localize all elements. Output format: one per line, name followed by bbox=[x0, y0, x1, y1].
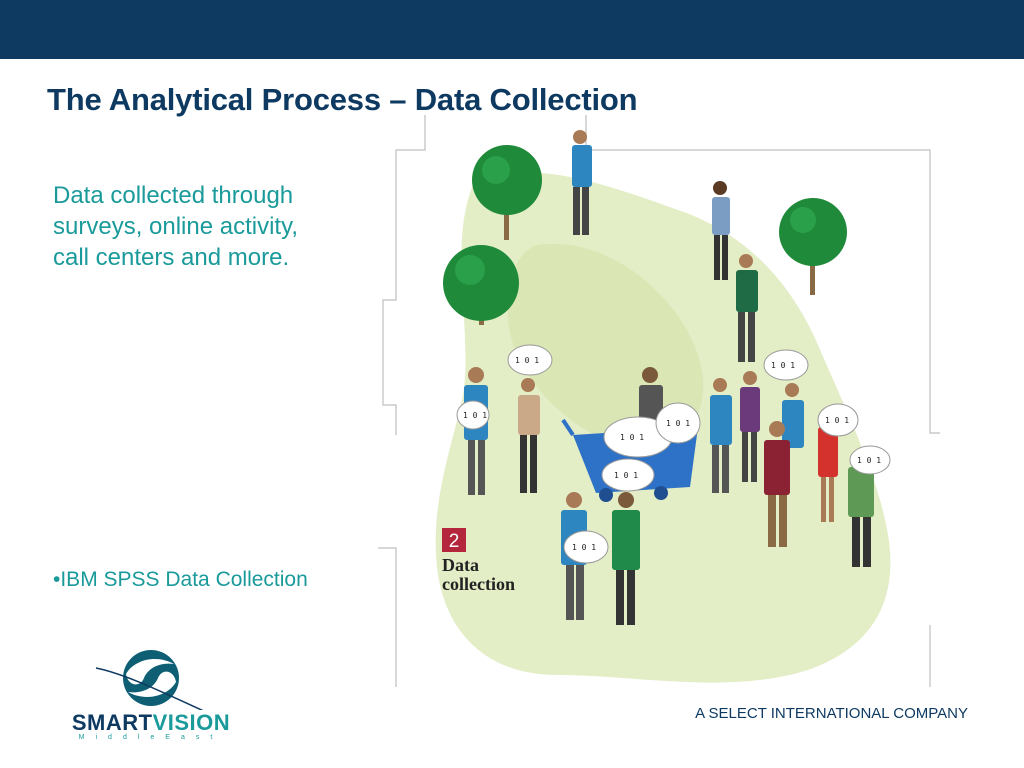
person-center-blue bbox=[710, 378, 732, 493]
person-center-grey bbox=[639, 367, 663, 425]
data-bubble: 1 0 1 bbox=[763, 349, 809, 381]
svg-text:1 0 1: 1 0 1 bbox=[857, 456, 881, 465]
data-bubble: 1 0 1 bbox=[507, 344, 553, 376]
step-badge: 2 Data collection bbox=[442, 528, 515, 594]
slide-title: The Analytical Process – Data Collection bbox=[47, 82, 638, 117]
step-label-line1: Data bbox=[442, 555, 479, 575]
slide-body-text: Data collected through surveys, online a… bbox=[53, 182, 298, 271]
svg-text:1 0 1: 1 0 1 bbox=[614, 471, 638, 480]
data-bubble: 1 0 1 bbox=[563, 530, 609, 564]
tree-3 bbox=[779, 198, 847, 295]
svg-text:1 0 1: 1 0 1 bbox=[463, 411, 487, 420]
person-woman-top bbox=[712, 181, 730, 280]
svg-text:1 0 1: 1 0 1 bbox=[825, 416, 849, 425]
svg-text:1 0 1: 1 0 1 bbox=[572, 543, 596, 552]
svg-text:1 0 1: 1 0 1 bbox=[666, 419, 690, 428]
bullet-item: •IBM SPSS Data Collection bbox=[53, 568, 308, 591]
data-bubble: 1 0 1 bbox=[601, 458, 655, 492]
header-bar bbox=[0, 0, 1024, 59]
person-blue-right bbox=[782, 383, 804, 448]
data-bubble: 1 0 1 bbox=[817, 403, 859, 437]
data-collection-illustration: 1 0 1 1 0 1 1 0 1 1 0 1 1 0 1 1 0 1 1 0 … bbox=[378, 115, 940, 687]
person-top bbox=[572, 130, 592, 235]
smartvision-logo: SMARTVISION MiddleEast bbox=[56, 640, 246, 750]
person-green-top bbox=[736, 254, 758, 362]
tree-1 bbox=[472, 145, 542, 240]
step-label-line2: collection bbox=[442, 574, 515, 594]
logo-tagline: MiddleEast bbox=[78, 734, 224, 741]
data-bubble: 1 0 1 bbox=[456, 400, 490, 430]
person-purple bbox=[740, 371, 760, 482]
step-number: 2 bbox=[449, 531, 460, 552]
logo-wordmark: SMARTVISION bbox=[71, 710, 231, 735]
logo-swirl-icon bbox=[95, 650, 207, 713]
svg-text:1 0 1: 1 0 1 bbox=[771, 361, 795, 370]
person-maroon bbox=[764, 421, 790, 547]
person-bottom-green bbox=[612, 492, 640, 625]
footer-company-text: A SELECT INTERNATIONAL COMPANY bbox=[695, 705, 968, 722]
svg-text:1 0 1: 1 0 1 bbox=[515, 356, 539, 365]
person-left-tan bbox=[518, 378, 540, 493]
tree-2 bbox=[443, 245, 519, 325]
data-bubble: 1 0 1 bbox=[849, 445, 891, 475]
data-bubble: 1 0 1 bbox=[655, 402, 701, 444]
svg-text:1 0 1: 1 0 1 bbox=[620, 433, 644, 442]
